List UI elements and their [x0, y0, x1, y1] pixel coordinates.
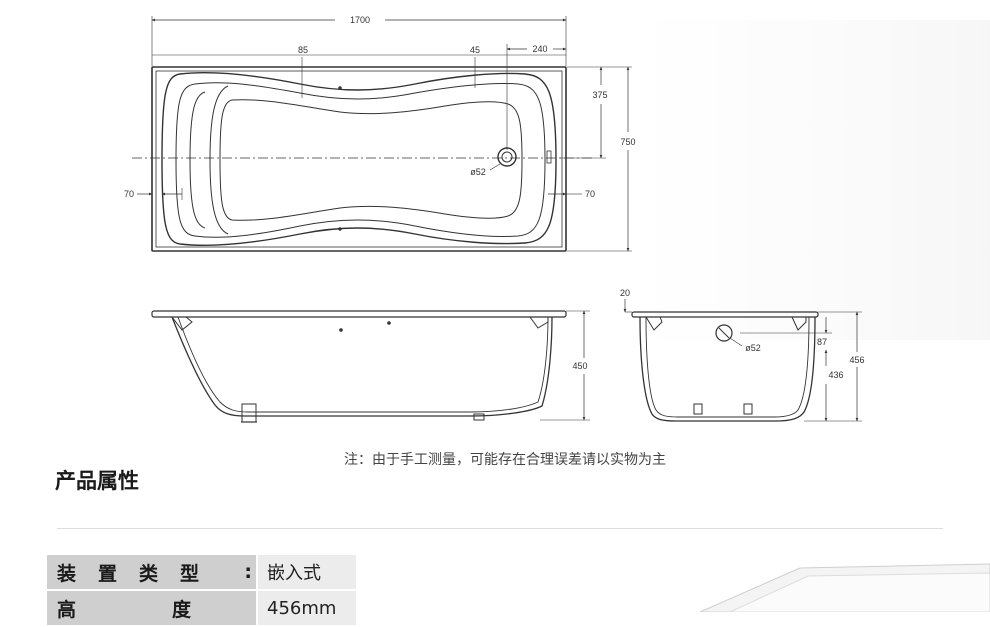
- attribute-table: 装置类型 : 嵌入式 高度 : 456mm: [47, 555, 356, 627]
- bathtub-photo-corner: [690, 560, 990, 612]
- attribute-row-height: 高度 : 456mm: [47, 591, 356, 625]
- dim-right-rim: 70: [585, 189, 595, 199]
- dim-side-depth: 450: [572, 361, 587, 371]
- dim-left-offset: 85: [298, 45, 308, 55]
- bathtub-technical-drawing: 1700 85 45 240 375 750 70 70 ø52 450: [124, 15, 865, 423]
- dim-overall-length: 1700: [350, 15, 370, 25]
- attribute-key: 高度: [57, 598, 288, 621]
- top-view: [132, 16, 632, 252]
- measurement-note: 注：由于手工测量，可能存在合理误差请以实物为主: [344, 452, 666, 468]
- side-view: [151, 310, 590, 423]
- attribute-key-cell: 高度 :: [47, 591, 295, 625]
- dim-overflow-diameter: ø52: [745, 343, 761, 353]
- attribute-key: 装置类型: [57, 562, 222, 585]
- dim-drain-offset: 240: [532, 44, 547, 54]
- section-title: 产品属性: [55, 469, 139, 493]
- attribute-value: 嵌入式: [258, 555, 356, 589]
- divider: [57, 528, 943, 529]
- attribute-key-cell: 装置类型 :: [47, 555, 256, 589]
- dim-inner-height: 436: [828, 370, 843, 380]
- dim-overall-height: 456: [849, 355, 864, 365]
- dim-overall-width: 750: [620, 137, 635, 147]
- attribute-colon: :: [244, 561, 252, 583]
- dim-left-rim: 70: [124, 189, 134, 199]
- attribute-value: 456mm: [258, 591, 356, 625]
- end-view: [623, 299, 862, 422]
- dim-rim-thickness: 20: [620, 288, 630, 298]
- dim-half-width: 375: [592, 90, 607, 100]
- dim-overflow-height: 87: [817, 337, 827, 347]
- faint-background-panel: [640, 20, 990, 340]
- dim-drain-diameter: ø52: [470, 167, 486, 177]
- attribute-row-install-type: 装置类型 : 嵌入式: [47, 555, 356, 589]
- dim-right-offset: 45: [470, 45, 480, 55]
